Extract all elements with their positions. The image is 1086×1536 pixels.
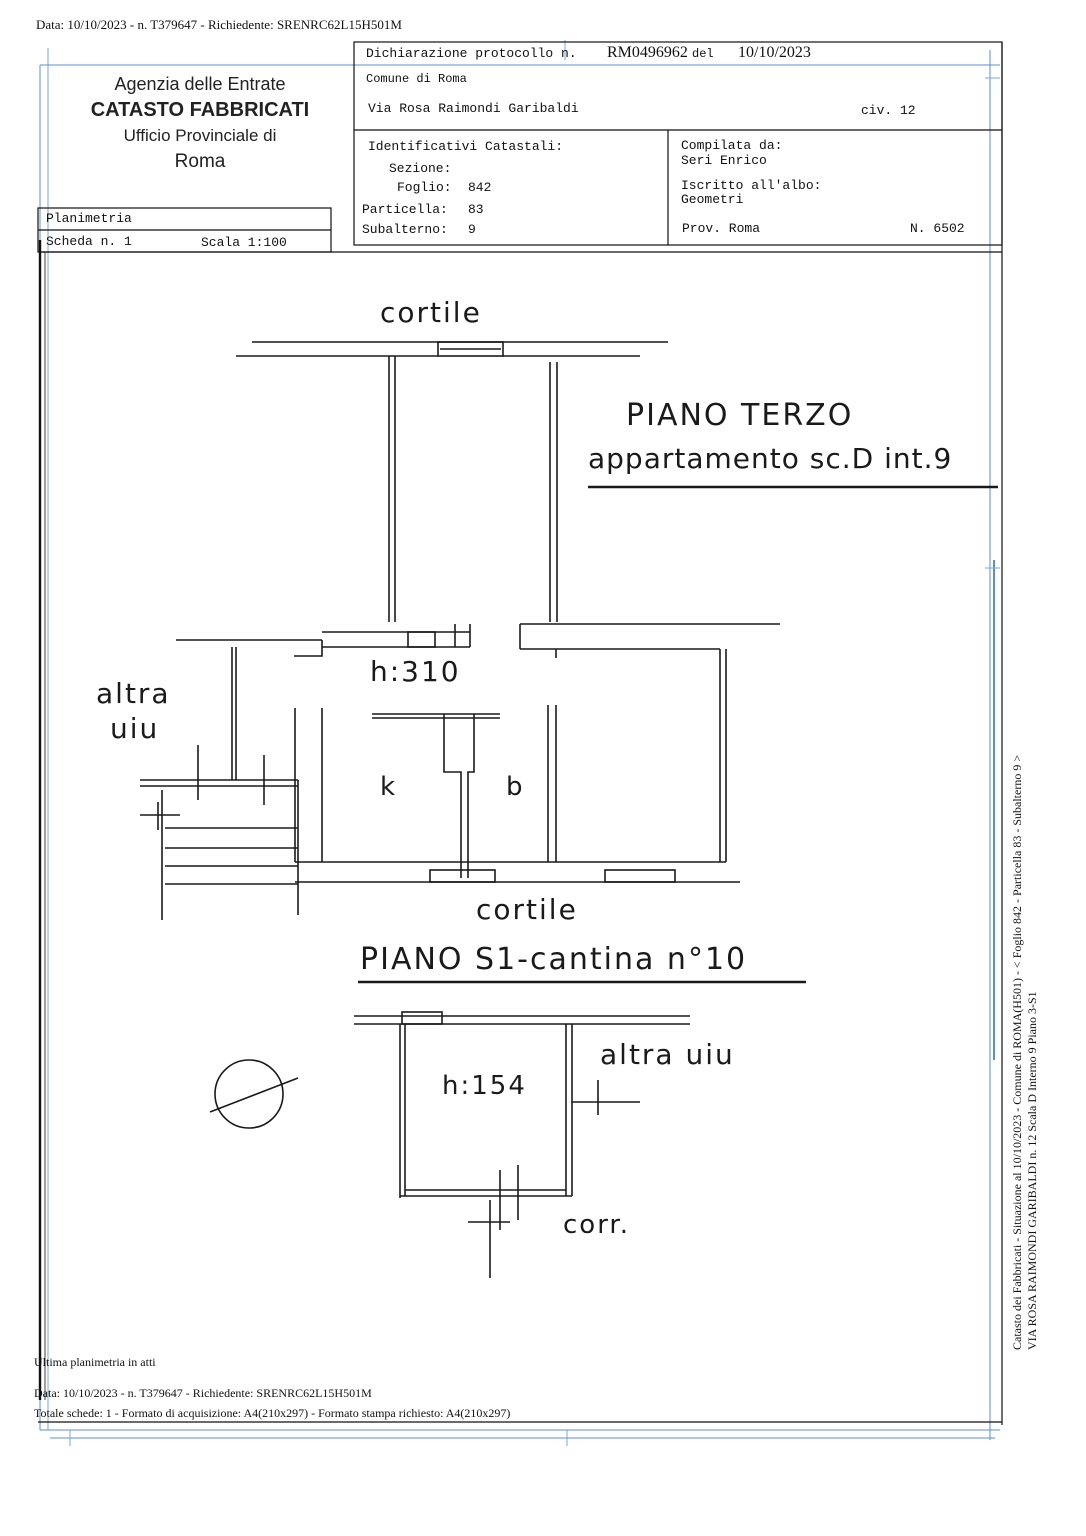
side-caption-line2: VIA ROSA RAIMONDI GARIBALDI n. 12 Scala …	[1025, 991, 1039, 1350]
footer-request-line: Data: 10/10/2023 - n. T379647 - Richiede…	[34, 1386, 372, 1400]
ceiling-height-main: h:310	[370, 655, 461, 688]
comune: Comune di Roma	[366, 72, 467, 86]
subalterno-label: Subalterno:	[362, 222, 448, 237]
province: Prov. Roma	[682, 221, 761, 236]
courtyard-label-bottom: cortile	[476, 893, 578, 926]
footer-last-plan: Ultima planimetria in atti	[34, 1355, 156, 1369]
scala-label: Scala 1:100	[201, 235, 287, 250]
footer-totals-line: Totale schede: 1 - Formato di acquisizio…	[34, 1406, 511, 1420]
protocol-label: Dichiarazione protocollo n.	[366, 46, 577, 61]
floor-title-terzo: PIANO TERZO	[626, 398, 854, 433]
catasto-title: CATASTO FABBRICATI	[90, 99, 310, 121]
corridor-label: corr.	[563, 1210, 631, 1240]
protocol-del: del	[692, 47, 714, 61]
courtyard-label-top: cortile	[380, 296, 482, 329]
albo-label: Iscritto all'albo:	[681, 178, 822, 193]
identifiers-title: Identificativi Catastali:	[368, 139, 564, 154]
protocol-number: RM0496962	[607, 44, 688, 61]
scheda-label: Scheda n. 1	[46, 234, 132, 249]
adjacent-unit-label-1: altra	[96, 677, 171, 710]
planimetria-title: Planimetria	[46, 211, 132, 226]
adjacent-unit-label-cantina: altra uiu	[600, 1038, 735, 1071]
floor-title-s1: PIANO S1-cantina n°10	[360, 942, 748, 977]
foglio-value: 842	[468, 180, 492, 195]
header-request-line: Data: 10/10/2023 - n. T379647 - Richiede…	[36, 17, 402, 32]
particella-value: 83	[468, 202, 484, 217]
foglio-label: Foglio:	[397, 180, 452, 195]
room-bathroom: b	[506, 772, 525, 802]
side-caption-line1: Catasto dei Fabbricati - Situazione al 1…	[1010, 754, 1024, 1350]
civic-number: civ. 12	[861, 103, 916, 118]
compiler-name: Seri Enrico	[681, 153, 767, 168]
side-caption: Catasto dei Fabbricati - Situazione al 1…	[1010, 630, 1040, 1350]
albo-value: Geometri	[681, 192, 744, 207]
ufficio-city: Roma	[174, 151, 226, 172]
particella-label: Particella:	[362, 202, 448, 217]
sezione-label: Sezione:	[389, 161, 452, 176]
ufficio-label: Ufficio Provinciale di	[123, 126, 277, 145]
adjacent-unit-label-2: uiu	[110, 712, 160, 745]
address: Via Rosa Raimondi Garibaldi	[368, 101, 579, 116]
registration-number: N. 6502	[910, 221, 965, 236]
agency-block: Agenzia delle Entrate CATASTO FABBRICATI…	[60, 72, 340, 173]
protocol-date: 10/10/2023	[738, 44, 811, 61]
agency-name: Agenzia delle Entrate	[114, 74, 286, 94]
room-kitchen: k	[380, 772, 398, 802]
ceiling-height-cantina: h:154	[442, 1071, 527, 1101]
apartment-label: appartamento sc.D int.9	[588, 442, 953, 475]
subalterno-value: 9	[468, 222, 476, 237]
compilata-label: Compilata da:	[681, 138, 783, 153]
